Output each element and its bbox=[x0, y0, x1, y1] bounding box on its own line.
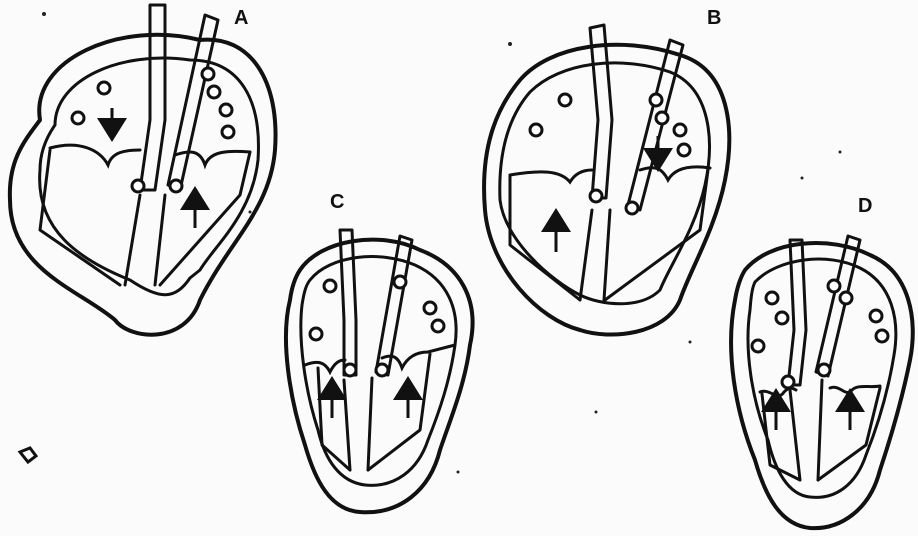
panel-c-bubble bbox=[344, 364, 356, 376]
panel-b-bubble bbox=[678, 144, 690, 156]
panel-d-septum bbox=[790, 380, 822, 480]
panel-d-bubble bbox=[776, 312, 788, 324]
panel-b-bubble bbox=[559, 94, 571, 106]
panel-d-bubble bbox=[766, 292, 778, 304]
panel-a-bubble bbox=[72, 112, 84, 124]
panel-d-bubble bbox=[840, 292, 852, 304]
panel-c-bubble bbox=[310, 328, 322, 340]
panel-d-bubble bbox=[782, 376, 794, 388]
panel-d-valve-right bbox=[830, 386, 880, 393]
panel-a: A bbox=[10, 5, 276, 335]
panel-d: D bbox=[731, 195, 913, 528]
panel-a-tube-left bbox=[140, 5, 165, 190]
panel-a-bubble bbox=[202, 68, 214, 80]
panel-a-bubble bbox=[222, 126, 234, 138]
panel-a-bubble bbox=[132, 180, 144, 192]
panel-d-bubble bbox=[818, 364, 830, 376]
panel-c-tube-left bbox=[340, 230, 356, 375]
panel-b-bubble bbox=[674, 124, 686, 136]
panel-d-tube-right bbox=[816, 236, 860, 376]
panel-d-bubble bbox=[876, 330, 888, 342]
panel-b-septum bbox=[580, 210, 610, 300]
panel-b-label: B bbox=[707, 7, 721, 29]
panel-b-bubble bbox=[650, 94, 662, 106]
panel-c-bubble bbox=[376, 364, 388, 376]
panel-c-valve-left bbox=[305, 360, 345, 372]
panel-d-bubble bbox=[752, 340, 764, 352]
panel-c: C bbox=[286, 191, 473, 512]
panel-b-bubble bbox=[590, 190, 602, 202]
panel-b-chamber-left bbox=[510, 176, 580, 300]
panel-a-bubble bbox=[208, 86, 220, 98]
panel-d-bubble bbox=[828, 280, 840, 292]
panel-a-label: A bbox=[234, 7, 248, 29]
panel-b-bubble bbox=[626, 202, 638, 214]
panel-a-chamber-left bbox=[40, 150, 120, 285]
panel-c-bubble bbox=[424, 302, 436, 314]
panel-b-inner-wall bbox=[500, 63, 710, 304]
panel-d-label: D bbox=[858, 195, 872, 217]
corner-mark-icon bbox=[20, 448, 36, 462]
panel-b-bubble bbox=[530, 124, 542, 136]
panel-b-tube-left bbox=[590, 25, 612, 198]
panel-b-bubble bbox=[656, 112, 668, 124]
panel-a-bubble bbox=[98, 82, 110, 94]
panel-b-valve-left bbox=[510, 170, 592, 182]
panel-b-chamber-right bbox=[605, 170, 708, 300]
panel-c-septum bbox=[344, 378, 372, 470]
panel-b: B bbox=[484, 7, 729, 335]
panel-c-bubble bbox=[394, 276, 406, 288]
panel-a-bubble bbox=[170, 180, 182, 192]
panel-a-bubble bbox=[220, 104, 232, 116]
panel-a-valve-left bbox=[50, 145, 140, 165]
panel-a-septum bbox=[125, 195, 165, 285]
panel-c-bubble bbox=[432, 320, 444, 332]
panel-c-label: C bbox=[330, 191, 344, 213]
panel-d-bubble bbox=[870, 310, 882, 322]
panel-c-bubble bbox=[324, 280, 336, 292]
